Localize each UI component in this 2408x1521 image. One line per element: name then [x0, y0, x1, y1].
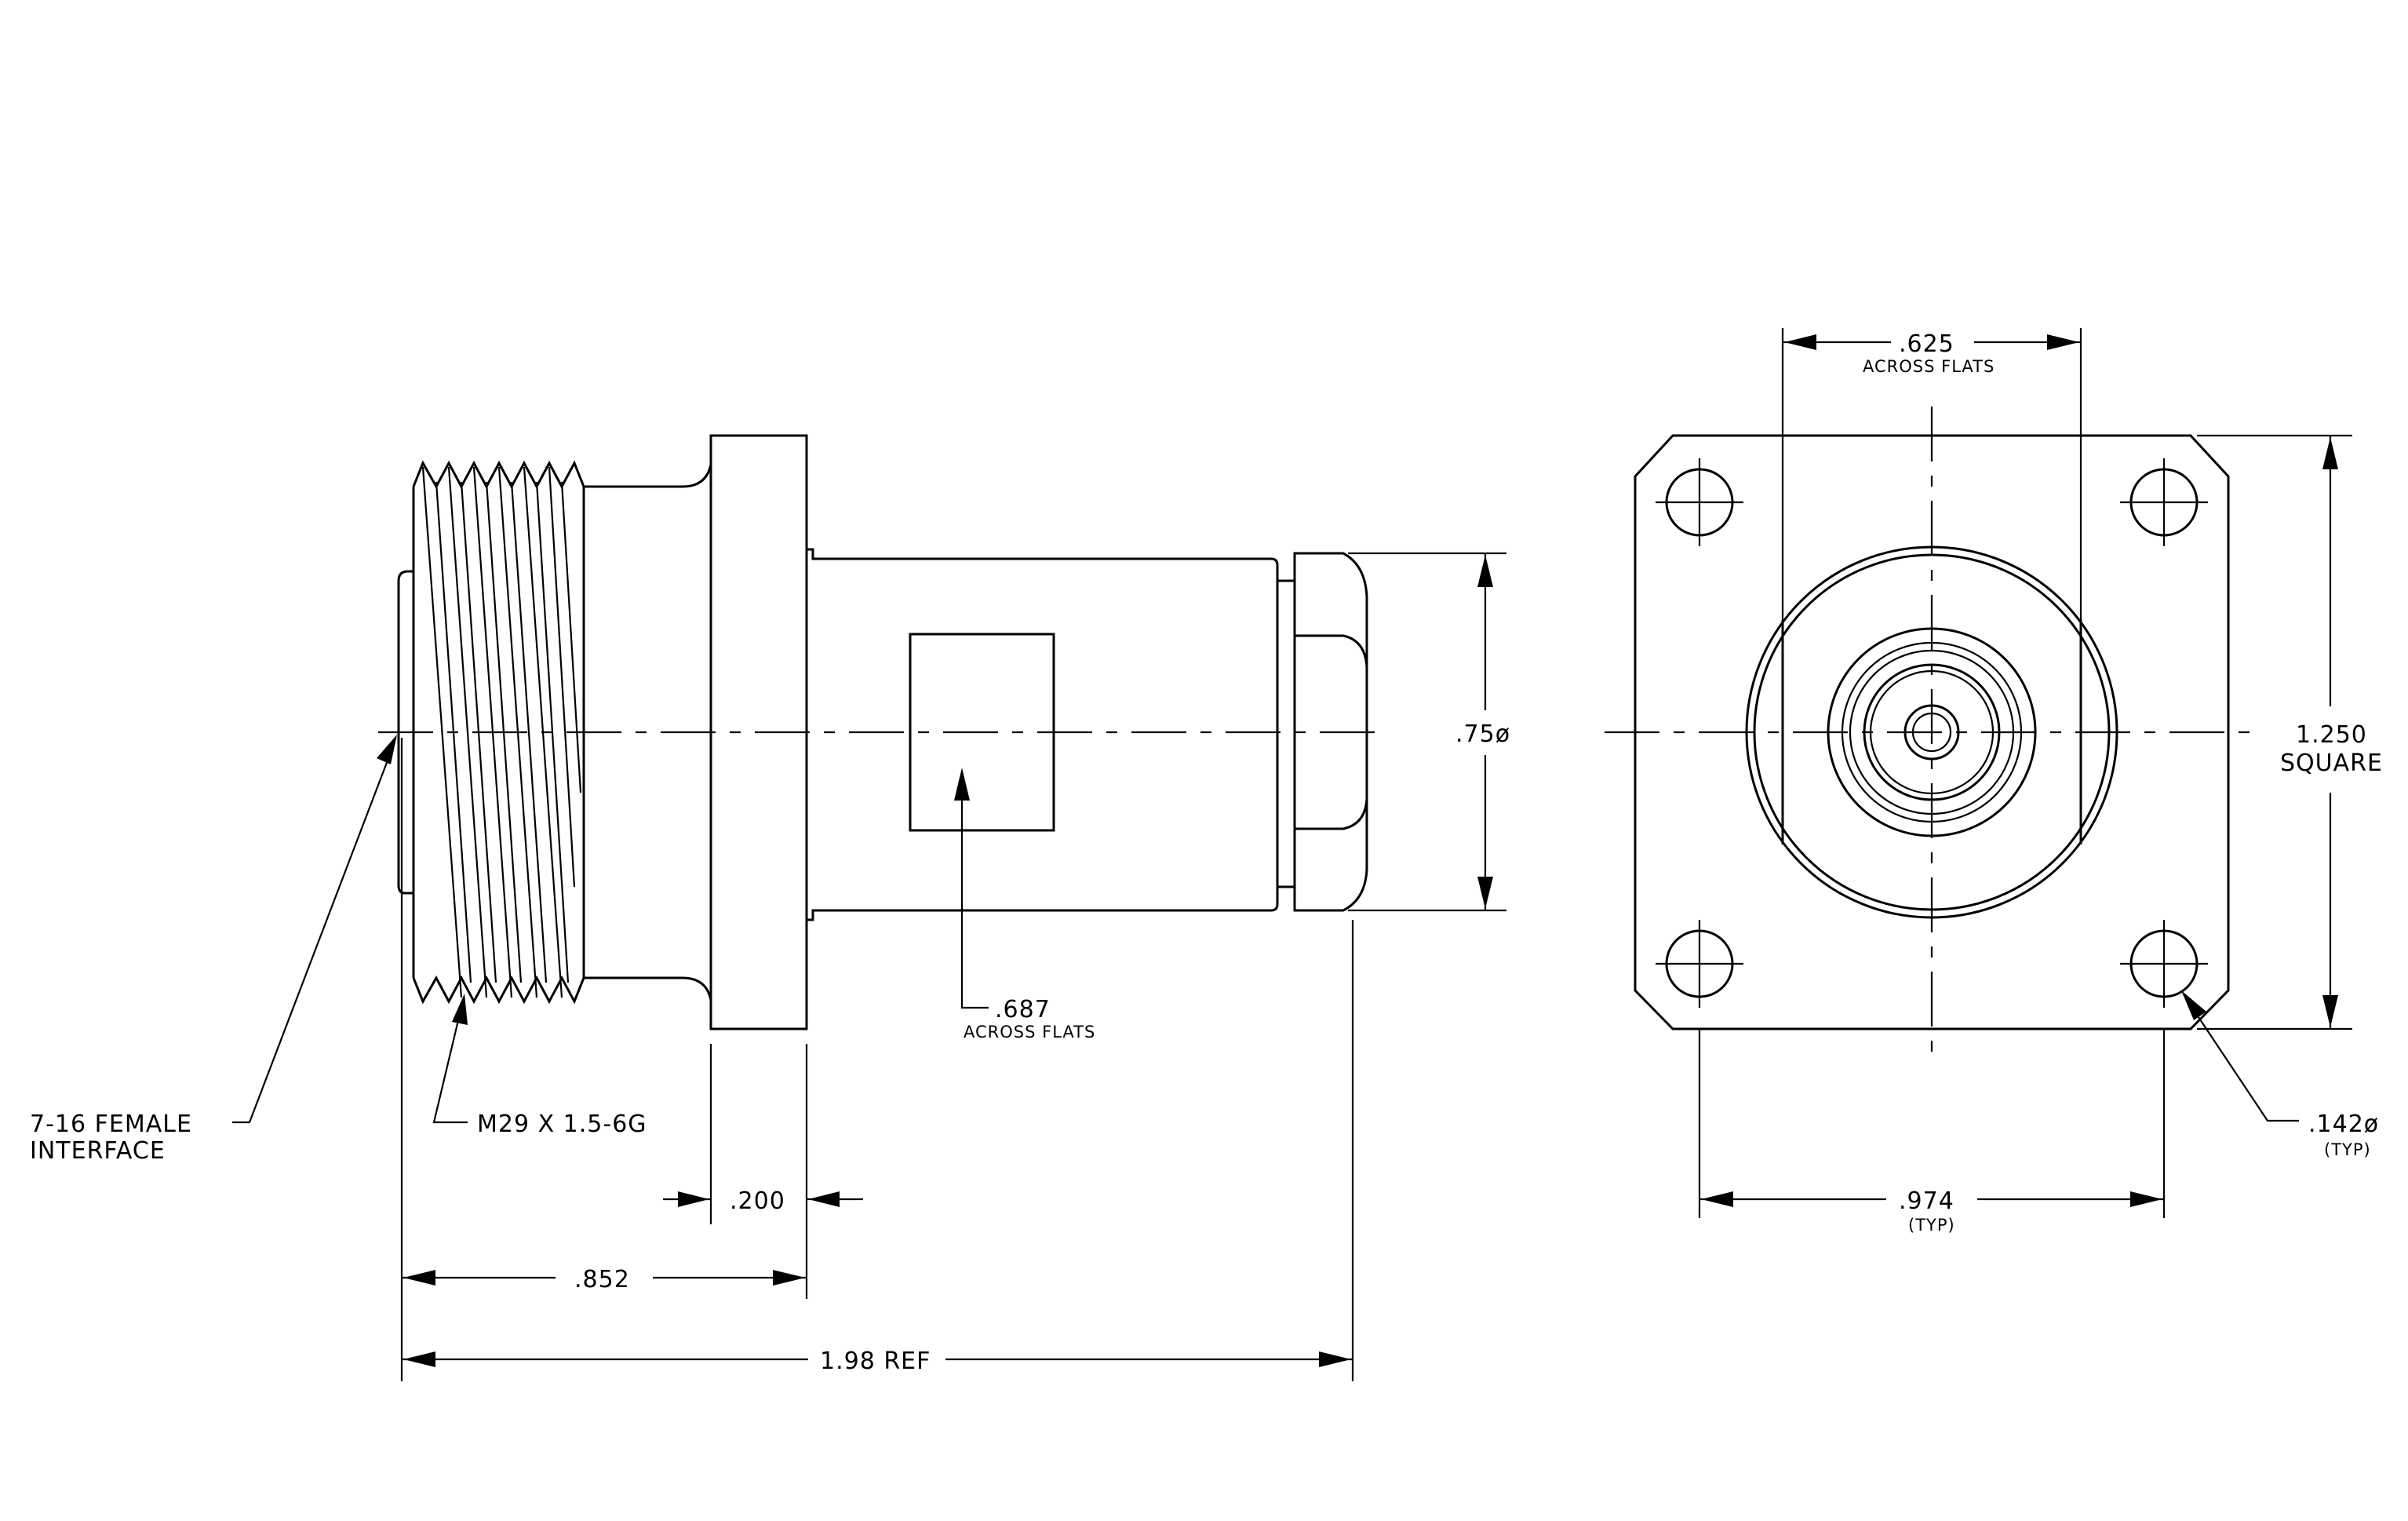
- wrench-flats: [909, 633, 1055, 832]
- threaded-coupling: [412, 460, 585, 1005]
- interface-label-line1: 7-16 FEMALE: [30, 1111, 192, 1138]
- square-value: 1.250: [2296, 721, 2367, 749]
- end-flats-note: ACROSS FLATS: [1863, 357, 1995, 376]
- overall-length-label: 1.98 REF: [820, 1348, 931, 1375]
- coupling-outer-ring: [1745, 545, 2118, 919]
- square-flange: [1634, 434, 2230, 1030]
- main-body: [807, 548, 1279, 921]
- body-diameter-label: .75ø: [1455, 720, 1510, 748]
- rear-hex-nut: [1293, 552, 1368, 912]
- hole-diameter-value: .142ø: [2308, 1111, 2379, 1138]
- mounting-holes: [1656, 458, 2208, 1008]
- center-contact: [1903, 704, 1960, 760]
- coupling-neck: [584, 464, 712, 1001]
- body-neck: [1277, 579, 1296, 888]
- side-view: .75ø .200 .852 1.98 REF 7-16 FEMALE INTE…: [30, 434, 1510, 1381]
- flange: [709, 434, 808, 1030]
- square-note: SQUARE: [2280, 750, 2383, 777]
- end-flats-value: .625: [1899, 330, 1954, 358]
- flange-thickness-label: .200: [730, 1187, 785, 1215]
- thread-label: M29 X 1.5-6G: [477, 1111, 647, 1138]
- side-flats-note: ACROSS FLATS: [964, 1023, 1095, 1041]
- hole-spacing-note: (TYP): [1908, 1216, 1955, 1235]
- hole-diameter-note: (TYP): [2324, 1140, 2371, 1159]
- side-flats-value: .687: [995, 996, 1051, 1023]
- hole-spacing-value: .974: [1899, 1187, 1954, 1215]
- interface-outer: [1827, 627, 2037, 837]
- body-to-flange-label: .852: [574, 1266, 630, 1293]
- end-view: .625 ACROSS FLATS 1.250 SQUARE .974 (TYP…: [1605, 328, 2383, 1235]
- interface-label-line2: INTERFACE: [30, 1137, 166, 1165]
